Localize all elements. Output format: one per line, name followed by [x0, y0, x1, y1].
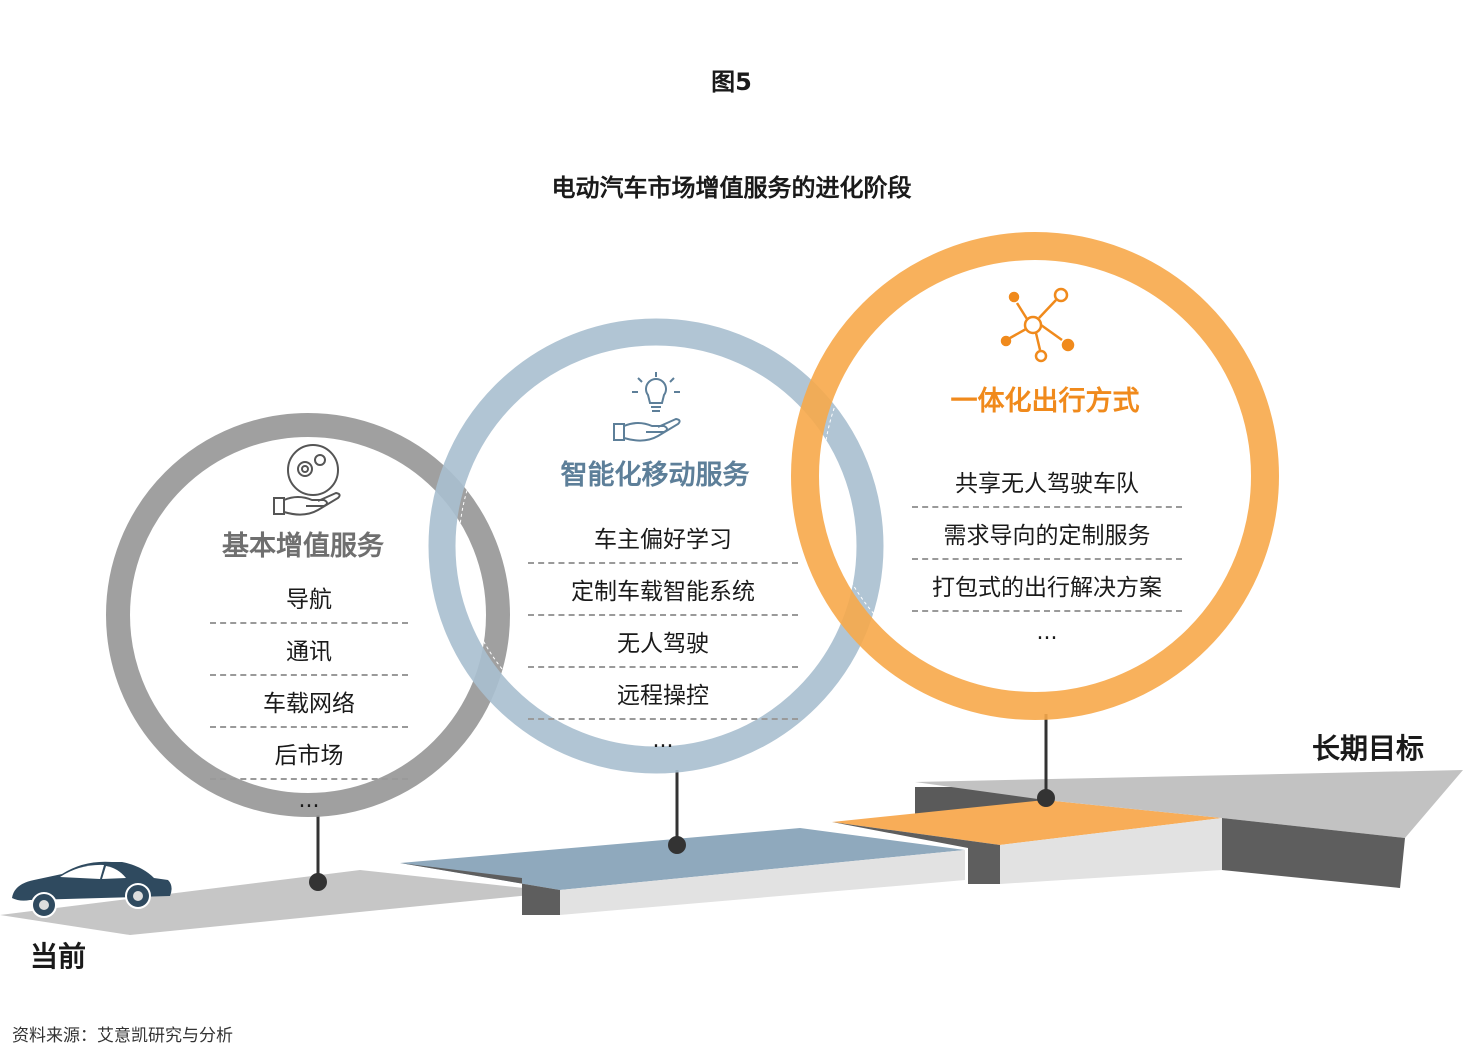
ring-stage-1-inner-dash — [132, 439, 484, 791]
rings — [106, 232, 1279, 817]
stage-2-item: 定制车载智能系统 — [528, 572, 798, 616]
road-step-1 — [0, 870, 560, 935]
road-step-3-side — [832, 822, 1000, 884]
road-step-3-top — [832, 800, 1222, 845]
stage-1-item: 通讯 — [210, 632, 408, 676]
pin-dot-2 — [668, 836, 686, 854]
stage-3-title: 一体化出行方式 — [950, 386, 1140, 417]
pins — [309, 714, 1055, 891]
pin-dot-1 — [309, 873, 327, 891]
road-final-top — [915, 770, 1463, 838]
stage-1-list: 导航 通讯 车载网络 后市场 ... — [210, 580, 408, 821]
road-step-2-front — [560, 850, 965, 915]
stage-3-item: 需求导向的定制服务 — [912, 516, 1182, 560]
gears-in-hand-icon — [273, 444, 341, 516]
stage-1-item: 导航 — [210, 580, 408, 624]
stage-2-list: 车主偏好学习 定制车载智能系统 无人驾驶 远程操控 ... — [528, 520, 798, 761]
ring-stage-2 — [428, 318, 884, 774]
stage-1-title: 基本增值服务 — [222, 531, 384, 562]
stage-2-item: 远程操控 — [528, 676, 798, 720]
stage-3-item: 打包式的出行解决方案 — [912, 568, 1182, 612]
stage-2-title: 智能化移动服务 — [560, 460, 750, 491]
road — [0, 770, 1463, 935]
ring-stage-2-inner-dash — [458, 348, 854, 744]
stage-1-item: 后市场 — [210, 736, 408, 780]
stage-3-more: ... — [1036, 620, 1058, 645]
road-step-2-side — [400, 863, 560, 915]
stage-2-item: 车主偏好学习 — [528, 520, 798, 564]
diagram-title: 电动汽车市场增值服务的进化阶段 — [551, 174, 912, 202]
stage-3-item: 共享无人驾驶车队 — [912, 464, 1182, 508]
stage-2-item: 无人驾驶 — [528, 624, 798, 668]
lightbulb-in-hand-icon — [613, 372, 681, 442]
network-nodes-icon — [1000, 287, 1075, 363]
stage-3-list: 共享无人驾驶车队 需求导向的定制服务 打包式的出行解决方案 ... — [912, 464, 1182, 653]
pin-dot-3 — [1037, 789, 1055, 807]
ring-stage-3 — [791, 232, 1279, 720]
figure-label: 图5 — [711, 68, 752, 96]
road-step-3-front — [1000, 818, 1222, 884]
end-label: 长期目标 — [1312, 732, 1425, 765]
car-icon — [12, 861, 172, 918]
road-final-front — [1222, 818, 1405, 888]
source-note: 资料来源：艾意凯研究与分析 — [12, 1026, 233, 1046]
ring-stage-3-inner-dash — [822, 263, 1248, 689]
ring-stage-1 — [106, 413, 510, 817]
start-label: 当前 — [30, 940, 87, 973]
road-step-2-top — [400, 828, 965, 890]
stage-1-more: ... — [298, 788, 320, 813]
stage-1-item: 车载网络 — [210, 684, 408, 728]
stage-2-more: ... — [652, 728, 674, 753]
